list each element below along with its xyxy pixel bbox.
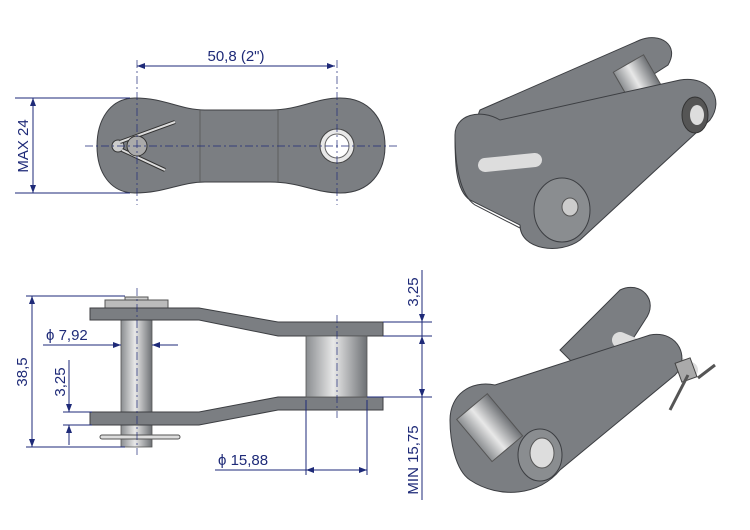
lower-side-plate xyxy=(89,396,384,426)
isometric-view-2 xyxy=(449,286,716,493)
pin xyxy=(120,319,153,448)
link-plate-top xyxy=(96,97,386,194)
pin-diameter-label: ϕ 7,92 xyxy=(46,327,88,344)
plate-thickness-left-label: 3,25 xyxy=(52,367,69,396)
cotter-pin-3d xyxy=(674,357,698,383)
max-height-label: MAX 24 xyxy=(15,119,32,172)
overall-width-label: 38,5 xyxy=(14,357,31,386)
isometric-view-1 xyxy=(454,37,717,249)
washer xyxy=(104,299,169,309)
roller-3d-2 xyxy=(455,392,524,463)
pin-3d xyxy=(478,153,542,172)
roller xyxy=(305,335,368,398)
pitch-label: 50,8 (2") xyxy=(207,48,264,65)
inner-width-label: MIN 15,75 xyxy=(405,425,422,494)
side-view: 38,5 3,25 ϕ 7,92 ϕ 15,88 3,25 MIN 15,75 xyxy=(14,270,432,500)
plate-thickness-right-label: 3,25 xyxy=(405,277,422,306)
top-view: 50,8 (2") MAX 24 xyxy=(15,48,400,205)
roller-diameter-label: ϕ 15,88 xyxy=(218,452,268,469)
